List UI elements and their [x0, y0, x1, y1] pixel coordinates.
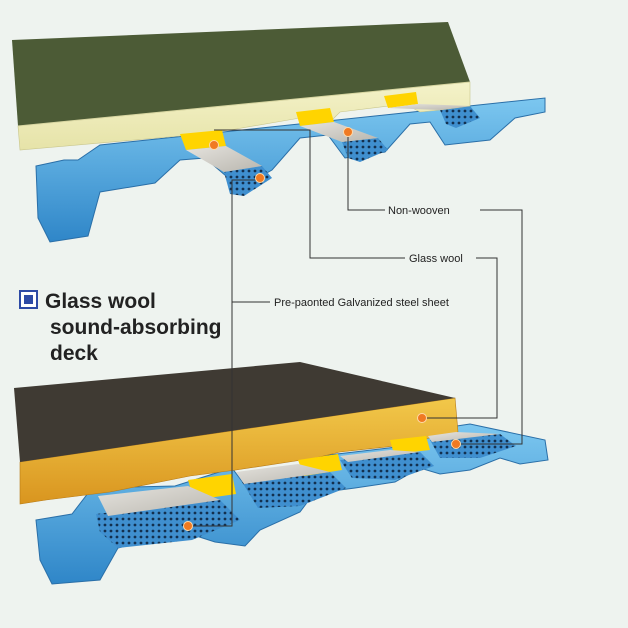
bottom-glass-wool-3: [390, 436, 430, 454]
top-perforated-valley-3: [440, 106, 480, 128]
top-glass-wool-3: [384, 92, 418, 108]
section-title: Glass wool sound-absorbing deck: [19, 290, 222, 365]
leader-non-woven: [347, 132, 385, 211]
top-roof-membrane: [12, 22, 470, 126]
title-line-2: sound-absorbing: [50, 316, 222, 339]
leader-non-woven-right: [456, 209, 523, 445]
callout-glass-wool: Glass wool: [409, 253, 463, 265]
top-steel-deck: [35, 97, 546, 243]
leader-glass-wool: [214, 129, 405, 259]
marker-glass-wool-top: [209, 140, 219, 150]
bottom-roof-membrane: [14, 362, 455, 462]
callout-steel-sheet: Pre-paonted Galvanized steel sheet: [274, 297, 449, 309]
leader-steel-sheet: [231, 179, 270, 303]
leader-glass-wool-right: [422, 257, 498, 419]
leader-steel-sheet-down: [188, 302, 233, 527]
marker-non-woven-bottom: [451, 439, 461, 449]
marker-glass-wool-bottom: [417, 413, 427, 423]
top-membrane-edge: [17, 81, 471, 127]
marker-steel-top: [255, 173, 265, 183]
leader-lines: [188, 129, 523, 527]
bottom-perforated-valley-2: [242, 472, 346, 508]
top-non-woven-2: [300, 122, 378, 142]
title-line-1: Glass wool: [45, 290, 156, 313]
top-perforated-valley-2: [342, 138, 388, 162]
top-non-woven-1: [186, 146, 262, 172]
bottom-deck-section: [14, 362, 549, 585]
top-non-woven-3: [388, 104, 470, 110]
marker-non-woven-top: [343, 127, 353, 137]
top-deck-section: [12, 22, 546, 243]
square-bullet-icon-inner: [24, 295, 33, 304]
bottom-non-woven-1: [98, 486, 220, 516]
callout-non-woven: Non-wooven: [388, 205, 450, 217]
bottom-non-woven-3: [340, 450, 420, 462]
marker-steel-bottom: [183, 521, 193, 531]
top-glass-wool-2: [296, 108, 334, 126]
bottom-non-woven-2: [236, 464, 330, 484]
title-line-3: deck: [50, 342, 98, 365]
bottom-non-woven-4: [428, 432, 500, 442]
bottom-perforated-valley-4: [430, 434, 516, 458]
marker-dots: [183, 127, 461, 531]
